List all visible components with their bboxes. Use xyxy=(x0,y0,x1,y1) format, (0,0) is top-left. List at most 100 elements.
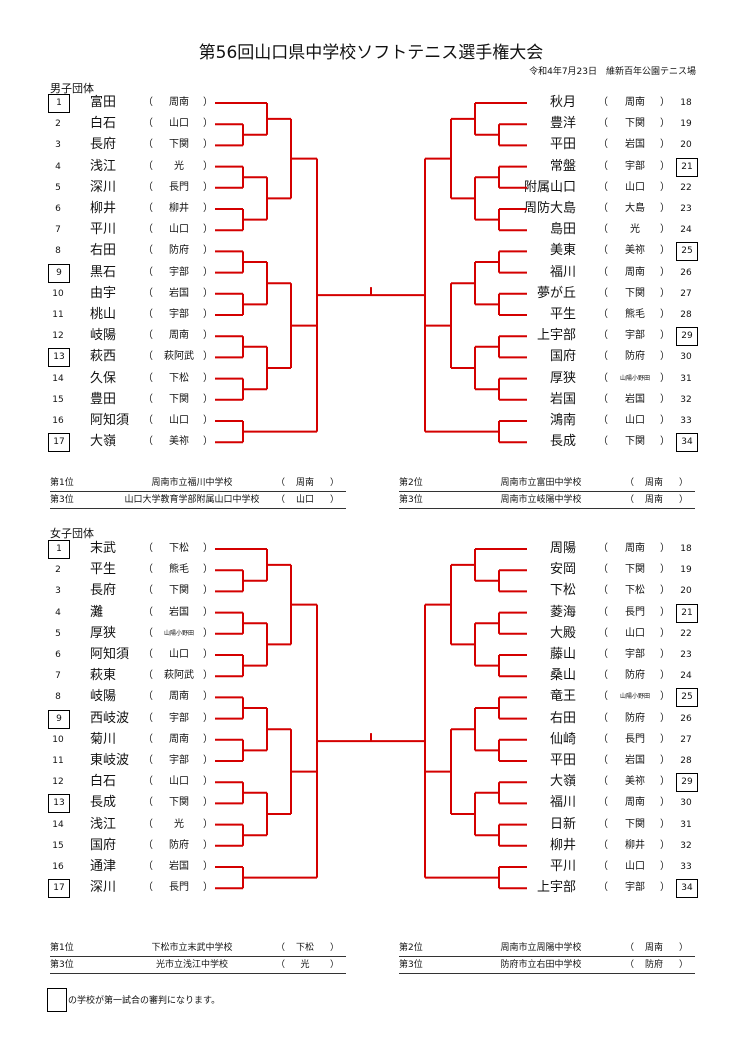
seed-number: 25 xyxy=(676,688,698,708)
paren-close: ） xyxy=(660,181,670,193)
prefecture-name: 防府 xyxy=(625,670,645,682)
paren-open: （ xyxy=(143,606,153,618)
seed-number: 15 xyxy=(52,394,64,405)
seed-number: 8 xyxy=(55,692,61,703)
school-name: 平川 xyxy=(90,222,117,238)
school-name: 灘 xyxy=(90,604,104,620)
entry-row: 厚狭（山陽小野田）31 xyxy=(0,369,742,389)
school-name: 平田 xyxy=(549,753,576,768)
entry-row: 桑山（防府）24 xyxy=(0,666,742,686)
result-rank: 第1位 xyxy=(50,943,74,953)
result-rank: 第2位 xyxy=(399,478,423,488)
prefecture-name: 岩国 xyxy=(625,139,645,151)
seed-number: 4 xyxy=(55,607,61,618)
seed-number: 18 xyxy=(680,544,692,554)
school-name: 厚狭 xyxy=(549,370,576,386)
referee-legend-text: の学校が第一試合の審判になります。 xyxy=(68,996,221,1006)
prefecture-name: 宇部 xyxy=(169,755,189,766)
paren-open: （ xyxy=(625,495,635,505)
seed-number: 14 xyxy=(52,373,64,384)
entry-row: 右田（防府）26 xyxy=(0,709,742,729)
school-name: 日新 xyxy=(549,816,576,832)
paren-close: ） xyxy=(660,839,670,851)
paren-open: （ xyxy=(598,118,608,130)
school-name: 白石 xyxy=(90,116,117,132)
paren-open: （ xyxy=(143,818,153,830)
seed-number: 27 xyxy=(680,734,692,745)
school-name: 平生 xyxy=(549,307,576,322)
prefecture-name: 山陽小野田 xyxy=(163,629,194,637)
school-name: 萩東 xyxy=(90,668,117,684)
paren-close: ） xyxy=(330,960,340,970)
result-pref: 下松 xyxy=(295,943,314,953)
paren-open: （ xyxy=(143,691,153,703)
entry-row: 竜王（山陽小野田）25 xyxy=(0,687,742,708)
prefecture-name: 宇部 xyxy=(625,882,645,894)
prefecture-name: 岩国 xyxy=(625,755,645,766)
paren-close: ） xyxy=(203,97,213,108)
paren-open: （ xyxy=(143,415,153,426)
paren-close: ） xyxy=(660,670,670,682)
paren-close: ） xyxy=(660,564,670,576)
paren-close: ） xyxy=(203,606,213,618)
school-name: 秋月 xyxy=(549,95,576,110)
entry-row: 岩国（岩国）32 xyxy=(0,390,742,410)
school-name: 大嶺 xyxy=(549,774,576,790)
school-name: 菱海 xyxy=(549,604,576,620)
school-name: 附属山口 xyxy=(523,179,576,195)
paren-close: ） xyxy=(660,224,670,236)
paren-close: ） xyxy=(203,118,213,130)
prefecture-name: 光 xyxy=(174,160,184,172)
result-pref: 周南 xyxy=(295,478,314,488)
paren-close: ） xyxy=(203,818,213,830)
prefecture-name: 下松 xyxy=(169,372,189,384)
school-name: 浅江 xyxy=(90,816,117,832)
school-name: 大殿 xyxy=(549,625,576,641)
prefecture-name: 大島 xyxy=(625,203,645,214)
school-name: 長府 xyxy=(90,137,117,153)
paren-open: （ xyxy=(598,266,608,278)
prefecture-name: 下松 xyxy=(625,585,645,597)
paren-open: （ xyxy=(598,203,608,214)
prefecture-name: 美祢 xyxy=(625,245,645,257)
paren-open: （ xyxy=(598,839,608,851)
prefecture-name: 岩国 xyxy=(169,606,189,618)
result-pref: 周南 xyxy=(644,943,663,953)
paren-close: ） xyxy=(660,309,670,320)
paren-open: （ xyxy=(143,372,153,384)
school-name: 阿知須 xyxy=(90,413,130,428)
paren-open: （ xyxy=(143,181,153,193)
paren-close: ） xyxy=(203,564,213,576)
school-name: 長成 xyxy=(549,434,576,450)
school-name: 岐陽 xyxy=(90,689,117,705)
prefecture-name: 山口 xyxy=(625,181,645,193)
paren-open: （ xyxy=(598,670,608,682)
prefecture-name: 周南 xyxy=(169,733,189,745)
seed-number: 31 xyxy=(680,373,692,384)
school-name: 厚狭 xyxy=(90,625,117,641)
seed-number: 33 xyxy=(680,416,692,426)
prefecture-name: 下関 xyxy=(169,139,189,151)
paren-open: （ xyxy=(598,543,608,554)
paren-open: （ xyxy=(143,649,153,660)
seed-number: 2 xyxy=(55,565,61,576)
paren-open: （ xyxy=(143,543,153,554)
entry-row: 鴻南（山口）33 xyxy=(0,411,742,431)
seed-number: 32 xyxy=(680,394,692,405)
prefecture-name: 下関 xyxy=(625,118,645,130)
prefecture-name: 宇部 xyxy=(169,266,189,278)
paren-close: ） xyxy=(203,882,213,894)
paren-open: （ xyxy=(143,733,153,745)
school-name: 黒石 xyxy=(90,264,117,280)
school-name: 西岐波 xyxy=(90,710,130,726)
